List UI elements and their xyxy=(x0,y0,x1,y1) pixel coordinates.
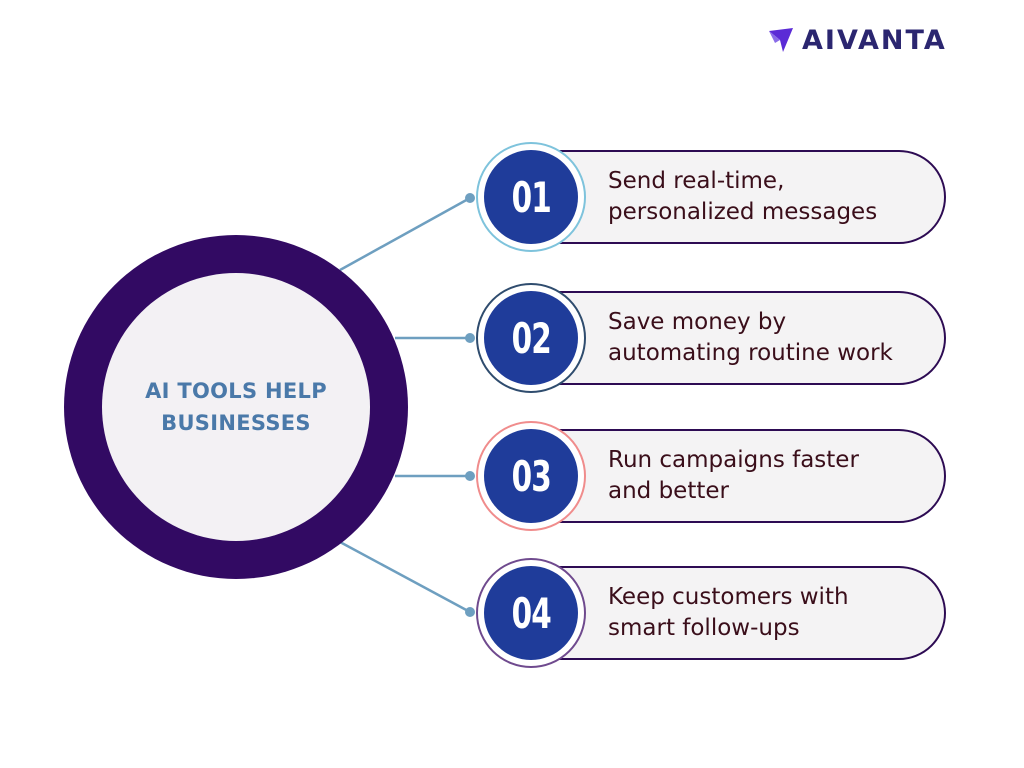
benefit-item-3: Run campaigns faster and better 03 xyxy=(476,421,948,531)
benefit-text-line-2: personalized messages xyxy=(608,199,878,225)
benefit-text-line-1: Save money by xyxy=(608,309,787,335)
connector-dot-4 xyxy=(465,607,475,617)
benefit-text: Run campaigns faster and better xyxy=(608,431,942,521)
number-label: 02 xyxy=(511,313,551,363)
benefit-text-line-1: Keep customers with xyxy=(608,584,849,610)
logo-mark-icon xyxy=(769,28,793,52)
number-badge: 04 xyxy=(484,566,578,660)
brand-name: AIVANTA xyxy=(802,24,947,56)
connector-dot-3 xyxy=(465,471,475,481)
benefit-item-1: Send real-time, personalized messages 01 xyxy=(476,142,948,252)
benefit-pill: Keep customers with smart follow-ups xyxy=(526,566,946,660)
number-badge: 02 xyxy=(484,291,578,385)
connector-1 xyxy=(339,196,471,272)
benefit-text: Send real-time, personalized messages xyxy=(608,152,942,242)
benefit-item-4: Keep customers with smart follow-ups 04 xyxy=(476,558,948,668)
number-label: 03 xyxy=(511,451,551,501)
benefit-text-line-2: smart follow-ups xyxy=(608,615,800,641)
hub-inner: AI TOOLS HELP BUSINESSES xyxy=(102,273,370,541)
hub-circle: AI TOOLS HELP BUSINESSES xyxy=(64,235,408,579)
benefit-text: Keep customers with smart follow-ups xyxy=(608,568,942,658)
number-badge: 03 xyxy=(484,429,578,523)
brand-logo: AIVANTA xyxy=(766,20,947,60)
connector-4 xyxy=(339,540,471,614)
hub-title-line-1: AI TOOLS HELP xyxy=(145,379,327,403)
number-label: 01 xyxy=(511,172,551,222)
benefit-pill: Send real-time, personalized messages xyxy=(526,150,946,244)
benefit-text-line-2: automating routine work xyxy=(608,340,893,366)
connector-dot-1 xyxy=(465,193,475,203)
benefit-text-line-2: and better xyxy=(608,478,729,504)
connector-dot-2 xyxy=(465,333,475,343)
benefit-text-line-1: Run campaigns faster xyxy=(608,447,859,473)
number-badge: 01 xyxy=(484,150,578,244)
benefit-text-line-1: Send real-time, xyxy=(608,168,785,194)
benefit-pill: Save money by automating routine work xyxy=(526,291,946,385)
benefit-text: Save money by automating routine work xyxy=(608,293,942,383)
number-label: 04 xyxy=(511,588,551,638)
hub-title-line-2: BUSINESSES xyxy=(161,411,311,435)
benefit-pill: Run campaigns faster and better xyxy=(526,429,946,523)
benefit-item-2: Save money by automating routine work 02 xyxy=(476,283,948,393)
